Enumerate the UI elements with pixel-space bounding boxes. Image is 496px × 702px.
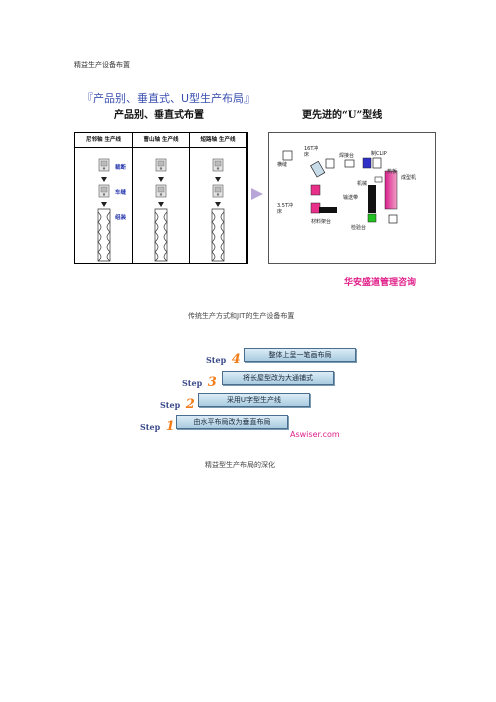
figure-2-caption: 精益型生产布局的深化 — [205, 461, 275, 469]
production-line-column: 曹山轴 生产线 — [133, 133, 190, 263]
step-1-box: 由水平布局改为垂直布局 — [176, 415, 288, 429]
production-line-column: 短路轴 生产线 — [190, 133, 247, 263]
process-label-sewing: 车缝 — [115, 190, 127, 196]
step-word: Step — [182, 378, 203, 388]
step-number: 1 — [165, 419, 175, 434]
step-1-label: Step 1 — [140, 415, 175, 434]
figure-heading: 『产品别、垂直式、U型生产布局』 — [82, 92, 256, 105]
welding-table-label: 焊接台 — [339, 153, 355, 159]
transition-arrow-icon — [251, 188, 263, 200]
step-word: Step — [160, 400, 181, 410]
punch-3-5t-label: 3.5T冲床 — [277, 203, 294, 215]
step-number: 3 — [207, 375, 217, 390]
u-line-drawing — [282, 150, 398, 224]
consulting-brand-text: 华安盛道管理咨询 — [344, 278, 417, 288]
aswiser-brand-text: Aswiser.com — [290, 430, 340, 439]
step-word: Step — [206, 355, 227, 365]
process-label-assembly: 组装 — [115, 215, 127, 221]
step-3-label: Step 3 — [182, 371, 217, 390]
material-rack-label: 材料架台 — [311, 219, 332, 225]
u-line-layout-panel: 16T冲床 焊接台 制CLIP 横缝 成型机 机械 热板 输送带 3.5T冲床 … — [268, 132, 436, 264]
line-2-flow — [154, 158, 168, 262]
column-title: 短路轴 生产线 — [200, 137, 236, 143]
step-2-label: Step 2 — [160, 393, 195, 412]
process-label-cutting: 裁断 — [115, 165, 127, 171]
step-4-box: 整体上呈一笔画布局 — [244, 348, 356, 362]
vertical-layout-table: 尼邻轴 生产线 曹山轴 生产线 短路轴 生产线 — [74, 132, 248, 264]
left-subtitle: 产品别、垂直式布置 — [114, 110, 204, 121]
figure-1-caption: 传统生产方式和JIT的生产设备布置 — [188, 312, 295, 320]
clip-maker-label: 制CLIP — [371, 151, 387, 157]
line-1-flow — [97, 158, 111, 262]
step-4-label: Step 4 — [206, 348, 241, 367]
right-subtitle: 更先进的“U”型线 — [302, 110, 383, 121]
step-number: 4 — [231, 352, 241, 367]
hot-plate-label: 热板 — [387, 169, 398, 175]
punch-16t-label: 16T冲床 — [304, 146, 319, 158]
column-title: 尼邻轴 生产线 — [86, 137, 121, 143]
conveyor-label: 输送带 — [343, 195, 359, 201]
step-3-box: 将长屋型改为大通铺式 — [222, 371, 334, 385]
column-title: 曹山轴 生产线 — [143, 137, 179, 143]
production-line-column: 尼邻轴 生产线 — [75, 133, 133, 263]
machinery-label: 机械 — [357, 181, 368, 187]
step-word: Step — [140, 422, 161, 432]
step-number: 2 — [185, 397, 195, 412]
inspection-table-label: 检验台 — [351, 225, 367, 231]
table-header-row — [75, 133, 247, 148]
line-3-flow — [211, 158, 225, 262]
document-header: 精益生产设备布置 — [74, 61, 130, 69]
layout-evolution-steps: Step 4 整体上呈一笔画布局 Step 3 将长屋型改为大通铺式 Step … — [140, 344, 380, 439]
step-2-box: 采用U字型生产线 — [198, 393, 310, 407]
layout-comparison-figure: 『产品别、垂直式、U型生产布局』 产品别、垂直式布置 更先进的“U”型线 尼邻轴… — [74, 88, 438, 288]
molding-machine-label: 成型机 — [401, 175, 417, 181]
cross-seam-label: 横缝 — [277, 162, 288, 168]
machine-flow-drawing — [97, 158, 225, 262]
